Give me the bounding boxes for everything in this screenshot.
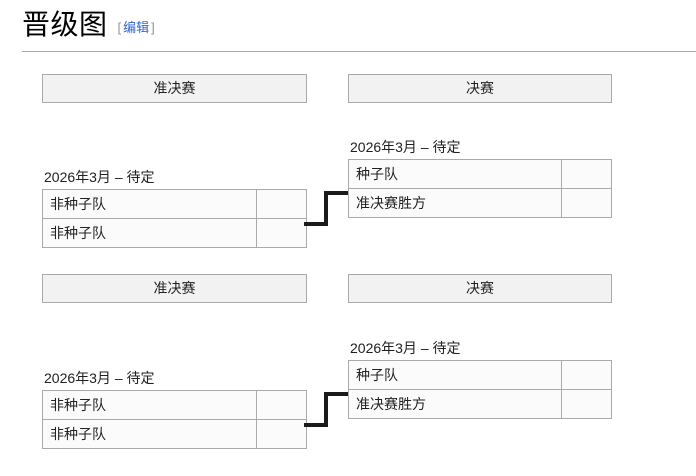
round-header-semifinal: 准决赛: [42, 74, 307, 103]
match-semifinal: 2026年3月 – 待定 非种子队 非种子队: [42, 368, 308, 449]
match-table: 非种子队 非种子队: [42, 189, 308, 248]
team-score-cell: [255, 390, 308, 420]
team-score-cell: [255, 419, 308, 449]
heading-row: 晋级图 [编辑]: [22, 10, 696, 48]
team-name-cell: 种子队: [348, 159, 562, 189]
edit-section-link[interactable]: 编辑: [123, 20, 150, 35]
page-title: 晋级图: [22, 10, 108, 41]
team-score-cell: [560, 159, 613, 189]
title-divider: [22, 51, 696, 52]
match-table: 非种子队 非种子队: [42, 390, 308, 449]
round-header-final: 决赛: [348, 74, 612, 103]
match-date: 2026年3月 – 待定: [44, 169, 155, 185]
connector-vertical-segment: [324, 392, 328, 427]
table-row[interactable]: 非种子队: [42, 218, 308, 248]
team-score-cell: [560, 188, 613, 218]
connector-upper-segment: [324, 392, 350, 396]
team-name-cell: 种子队: [348, 360, 562, 390]
round-header-semifinal: 准决赛: [42, 274, 307, 303]
team-score-cell: [255, 218, 308, 248]
team-score-cell: [560, 360, 613, 390]
team-name-cell: 非种子队: [42, 218, 257, 248]
bracket-bottom: 准决赛 决赛 2026年3月 – 待定 非种子队 非种子队 2026年3月 – …: [0, 200, 696, 476]
bracket-connector-line: [304, 392, 350, 427]
table-row[interactable]: 种子队: [348, 360, 613, 390]
table-row[interactable]: 非种子队: [42, 390, 308, 420]
match-date: 2026年3月 – 待定: [350, 139, 461, 155]
match-final: 2026年3月 – 待定 种子队 准决赛胜方: [348, 338, 613, 419]
team-score-cell: [255, 189, 308, 219]
match-date: 2026年3月 – 待定: [350, 340, 461, 356]
team-name-cell: 非种子队: [42, 390, 257, 420]
connector-upper-segment: [324, 191, 350, 195]
table-row[interactable]: 准决赛胜方: [348, 188, 613, 218]
edit-bracket-open: [: [117, 20, 122, 35]
table-row[interactable]: 非种子队: [42, 419, 308, 449]
page-heading-block: 晋级图 [编辑]: [22, 10, 696, 54]
team-name-cell: 准决赛胜方: [348, 188, 562, 218]
bracket-top: 准决赛 决赛 2026年3月 – 待定 非种子队 非种子队 2026年3月 – …: [42, 74, 613, 248]
edit-section: [编辑]: [118, 20, 155, 36]
round-header-final: 决赛: [348, 274, 612, 303]
match-semifinal: 2026年3月 – 待定 非种子队 非种子队: [42, 167, 308, 248]
bracket-connector-line: [304, 191, 350, 226]
connector-lower-segment: [304, 222, 328, 226]
connector-vertical-segment: [324, 191, 328, 226]
table-row[interactable]: 种子队: [348, 159, 613, 189]
team-name-cell: 非种子队: [42, 419, 257, 449]
match-final: 2026年3月 – 待定 种子队 准决赛胜方: [348, 137, 613, 218]
team-name-cell: 准决赛胜方: [348, 389, 562, 419]
match-table: 种子队 准决赛胜方: [348, 360, 613, 419]
team-score-cell: [560, 389, 613, 419]
edit-bracket-close: ]: [151, 20, 155, 35]
match-table: 种子队 准决赛胜方: [348, 159, 613, 218]
connector-lower-segment: [304, 423, 328, 427]
match-date: 2026年3月 – 待定: [44, 370, 155, 386]
table-row[interactable]: 准决赛胜方: [348, 389, 613, 419]
